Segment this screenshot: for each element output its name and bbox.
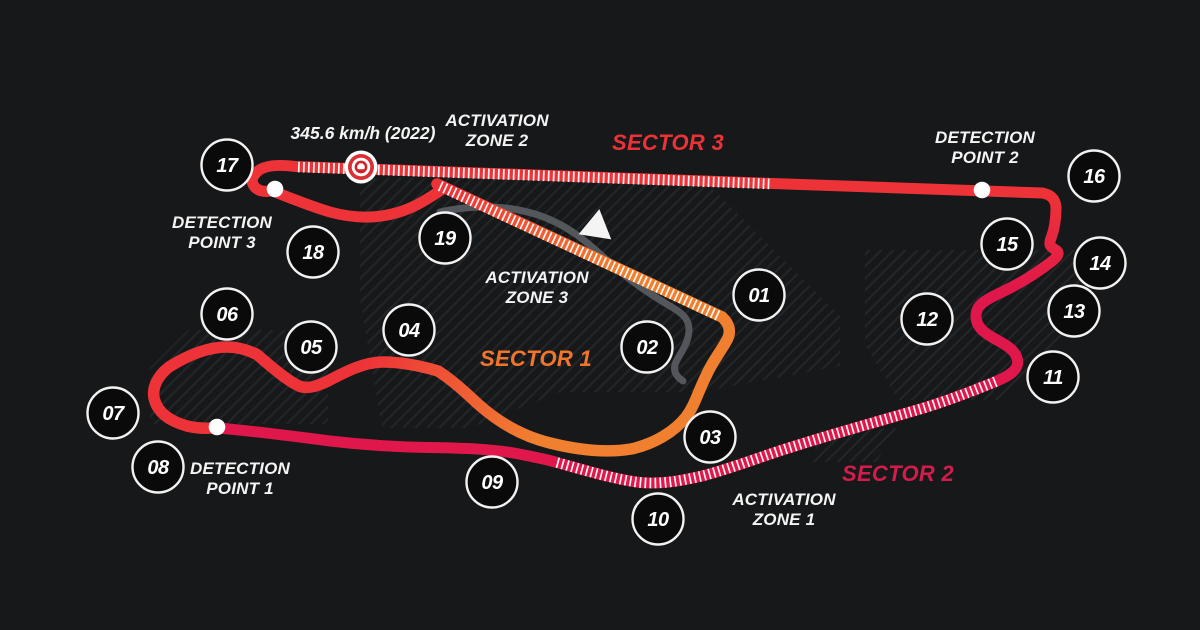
turn-marker-16: 16	[1067, 149, 1121, 203]
detection-point-3-label-line2: POINT 3	[188, 233, 256, 252]
svg-text:15: 15	[996, 234, 1019, 256]
detection-point-3-label-line1: DETECTION	[172, 213, 273, 232]
svg-text:14: 14	[1089, 253, 1111, 275]
svg-text:07: 07	[102, 403, 125, 425]
turn-marker-01: 01	[732, 268, 786, 322]
turn-marker-07: 07	[86, 386, 140, 440]
detection-point-1-label-line2: POINT 1	[206, 479, 274, 498]
svg-text:10: 10	[647, 509, 669, 531]
turn-marker-03: 03	[683, 410, 737, 464]
detection-point-1-dot	[208, 418, 226, 436]
turn-marker-13: 13	[1047, 284, 1101, 338]
detection-point-2-dot	[973, 181, 991, 199]
turn-marker-12: 12	[900, 292, 954, 346]
svg-text:19: 19	[434, 228, 457, 250]
hatch-patch-center	[360, 178, 840, 428]
track-sector3-segment	[246, 159, 1048, 199]
svg-text:01: 01	[748, 285, 770, 307]
turn-marker-02: 02	[620, 320, 674, 374]
activation-zone-1-label-line2: ZONE 1	[752, 510, 816, 529]
turn-marker-14: 14	[1073, 236, 1127, 290]
pit-lane-path	[436, 203, 693, 385]
svg-text:09: 09	[481, 472, 504, 494]
svg-text:08: 08	[147, 457, 170, 479]
svg-text:17: 17	[216, 155, 239, 177]
svg-text:06: 06	[216, 304, 239, 326]
activation-zone-1-label-line1: ACTIVATION	[731, 490, 836, 509]
svg-text:03: 03	[699, 427, 721, 449]
svg-text:16: 16	[1083, 166, 1106, 188]
turn-marker-06: 06	[200, 287, 254, 341]
track-sector1-segment	[147, 178, 736, 457]
turn-marker-11: 11	[1026, 350, 1080, 404]
detection-dots-layer	[208, 180, 991, 436]
turn-marker-10: 10	[631, 492, 685, 546]
turn-marker-19: 19	[418, 211, 472, 265]
track-sector3-turn18-19-segment	[264, 184, 447, 223]
drs-zone3-ticks	[437, 181, 722, 321]
turn-marker-17: 17	[200, 138, 254, 192]
car-icon	[357, 163, 365, 170]
detection-point-2-label-line2: POINT 2	[951, 148, 1019, 167]
activation-zone-3-label-line1: ACTIVATION	[484, 268, 589, 287]
sector-2-label: SECTOR 2	[842, 461, 954, 486]
svg-text:18: 18	[302, 242, 325, 264]
turn-marker-04: 04	[382, 303, 436, 357]
svg-text:11: 11	[1043, 367, 1063, 389]
turn-marker-08: 08	[131, 440, 185, 494]
track-sector2-segment	[212, 187, 1064, 489]
svg-text:02: 02	[636, 337, 658, 359]
turn-marker-09: 09	[465, 455, 519, 509]
speed-trap-label: 345.6 km/h (2022)	[291, 123, 436, 143]
turn-marker-05: 05	[284, 320, 338, 374]
activation-zone-2-label-line2: ZONE 2	[465, 131, 529, 150]
svg-text:13: 13	[1063, 301, 1085, 323]
svg-text:04: 04	[398, 320, 420, 342]
detection-point-3-dot	[266, 180, 284, 198]
svg-text:12: 12	[916, 309, 938, 331]
speed-trap-icon	[344, 150, 378, 184]
sector-1-label: SECTOR 1	[480, 346, 592, 371]
direction-arrow-icon	[578, 209, 612, 240]
detection-point-2-label-line1: DETECTION	[935, 128, 1036, 147]
detection-point-1-label-line1: DETECTION	[190, 459, 291, 478]
turn-marker-18: 18	[286, 225, 340, 279]
sector-3-label: SECTOR 3	[612, 130, 724, 155]
activation-zone-3-label-line2: ZONE 3	[505, 288, 569, 307]
svg-text:05: 05	[300, 337, 323, 359]
turn-markers-layer: 01 02 03 04 05 06 07 08 09 10 11 12 13 14 15 16 17 18 19	[86, 138, 1127, 546]
turn-marker-15: 15	[980, 217, 1034, 271]
activation-zone-2-label-line1: ACTIVATION	[444, 111, 549, 130]
drs-zone2-ticks	[297, 161, 773, 190]
